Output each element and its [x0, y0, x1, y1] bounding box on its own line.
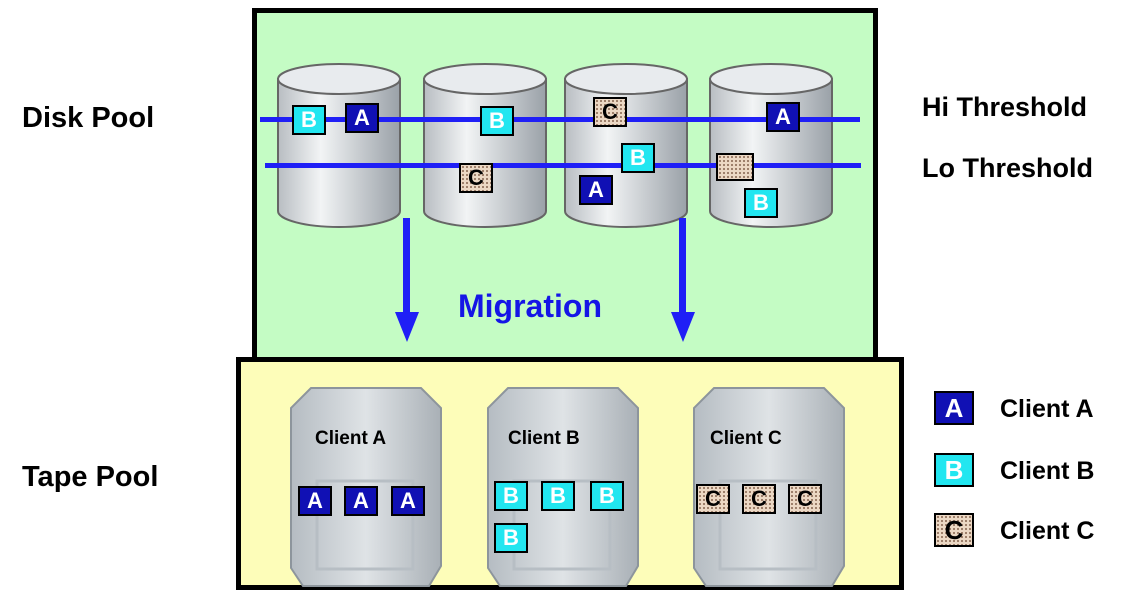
hi-threshold-line [260, 117, 860, 122]
cartridge-label: Client A [315, 428, 387, 449]
disk-pool-container: B A B C A B C A B [252, 8, 878, 410]
client-b-block: B [494, 481, 528, 511]
tape-pool-container: Client A A A A Client B B B B B Client C… [236, 357, 904, 590]
client-b-block: B [494, 523, 528, 553]
client-b-block: B [744, 188, 778, 218]
client-c-block: C [742, 484, 776, 514]
client-b-block: B [621, 143, 655, 173]
client-c-block: C [696, 484, 730, 514]
lo-threshold-line [265, 163, 861, 168]
legend-swatch-client-a: A [934, 391, 974, 425]
client-c-block: C [788, 484, 822, 514]
client-a-block: A [579, 175, 613, 205]
hi-threshold-label: Hi Threshold [922, 92, 1088, 122]
client-a-block: A [766, 102, 800, 132]
legend-swatch-client-b: B [934, 453, 974, 487]
migration-label: Migration [458, 288, 602, 324]
legend-label-client-c: Client C [1000, 517, 1095, 545]
cartridge-label: Client C [710, 428, 782, 449]
client-a-block: A [345, 103, 379, 133]
disk-cylinder [423, 63, 547, 228]
legend-swatch-client-c: C [934, 513, 974, 547]
client-c-block [716, 153, 754, 181]
tape-pool-label: Tape Pool [22, 461, 159, 493]
disk-cylinder [709, 63, 833, 228]
client-b-block: B [590, 481, 624, 511]
client-a-block: A [391, 486, 425, 516]
client-b-block: B [480, 106, 514, 136]
client-c-block: C [459, 163, 493, 193]
client-b-block: B [292, 105, 326, 135]
client-a-block: A [298, 486, 332, 516]
cartridge-label: Client B [508, 428, 580, 449]
legend-label-client-b: Client B [1000, 457, 1095, 485]
client-a-block: A [344, 486, 378, 516]
lo-threshold-label: Lo Threshold [922, 153, 1093, 183]
disk-pool-label: Disk Pool [22, 102, 155, 134]
client-b-block: B [541, 481, 575, 511]
client-c-block: C [593, 97, 627, 127]
legend-label-client-a: Client A [1000, 395, 1094, 423]
